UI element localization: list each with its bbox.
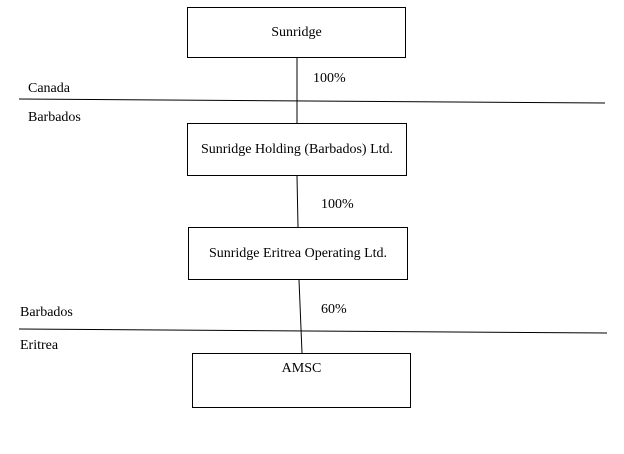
entity-name-holding: Sunridge Holding (Barbados) Ltd.	[200, 141, 394, 157]
entity-box-operating: Sunridge Eritrea Operating Ltd.	[188, 227, 408, 280]
jurisdiction-label-canada: Canada	[28, 81, 70, 96]
jurisdiction-border-canada-barbados	[18, 98, 606, 104]
jurisdiction-label-barbados-lower: Barbados	[20, 305, 73, 320]
entity-name-operating: Sunridge Eritrea Operating Ltd.	[208, 245, 388, 261]
ownership-percent-operating-subsidiary: 60%	[321, 302, 347, 317]
entity-box-subsidiary: AMSC	[192, 353, 411, 408]
jurisdiction-border-barbados-eritrea	[18, 328, 608, 334]
entity-name-subsidiary: AMSC	[281, 361, 322, 376]
entity-box-parent: Sunridge	[187, 7, 406, 58]
jurisdiction-label-eritrea: Eritrea	[20, 338, 59, 353]
entity-box-holding: Sunridge Holding (Barbados) Ltd.	[187, 123, 407, 176]
entity-name-parent: Sunridge	[271, 24, 322, 40]
jurisdiction-label-barbados-upper: Barbados	[28, 110, 81, 125]
ownership-percent-holding-operating: 100%	[321, 197, 354, 212]
connector-operating-subsidiary	[298, 279, 303, 354]
connector-holding-operating	[296, 175, 299, 228]
ownership-percent-parent-holding: 100%	[313, 71, 346, 86]
